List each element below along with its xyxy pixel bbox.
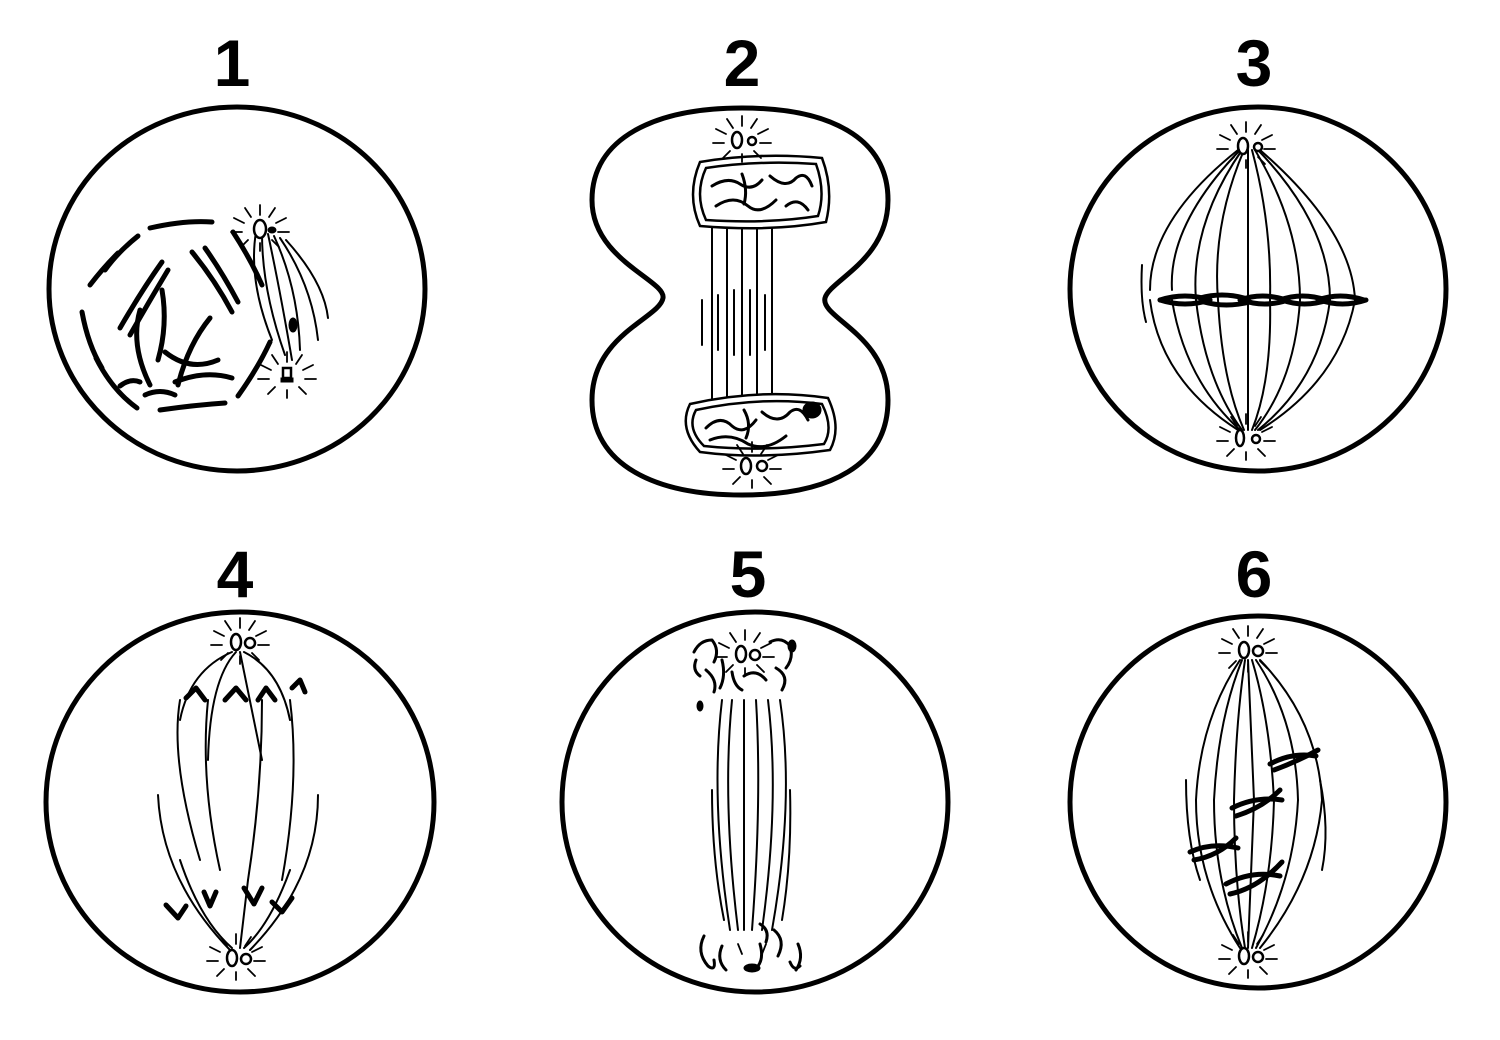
cell-membrane [559, 609, 951, 995]
stage-4-number: 4 [217, 537, 254, 611]
centrosome-upper [210, 617, 270, 665]
chromosomes-lower [163, 885, 295, 921]
chromosomes [79, 219, 273, 413]
centrosome-upper [1218, 625, 1278, 673]
centrosome-lower [257, 351, 317, 399]
stage-1-number: 1 [214, 26, 251, 100]
spindle [701, 221, 773, 401]
centrosome-upper [230, 204, 290, 252]
chromosome-cluster-upper [692, 638, 797, 712]
stage-6-number: 6 [1236, 537, 1273, 611]
centrosome-lower [722, 441, 782, 489]
metaphase-plate-chromosomes [1157, 292, 1369, 308]
stage-5-cell [559, 609, 951, 995]
daughter-nucleus-lower [684, 392, 837, 457]
chromosome-cluster-lower [699, 922, 803, 972]
stage-4-cell [43, 609, 437, 995]
chromosomes-upper [183, 677, 308, 703]
centrosome-upper [1216, 121, 1276, 169]
cell-membrane [1067, 104, 1449, 474]
centrosome-lower [1218, 931, 1278, 979]
cell-membrane [46, 104, 428, 474]
stage-6-cell [1067, 613, 1449, 991]
centrosome-upper [712, 115, 772, 163]
cell-membrane [43, 609, 437, 995]
centrosome-lower [206, 933, 266, 981]
stage-1-cell [46, 104, 428, 474]
spindle [711, 699, 792, 931]
stage-3-cell [1067, 104, 1449, 474]
daughter-nucleus-upper [691, 154, 831, 230]
chromosomes [1187, 747, 1321, 897]
spindle [1185, 659, 1327, 949]
stage-2-cell [589, 105, 891, 498]
stage-5-number: 5 [730, 537, 767, 611]
stage-3-number: 3 [1236, 26, 1273, 100]
centrosome-lower [737, 943, 767, 973]
spindle [253, 231, 329, 361]
spindle [1140, 149, 1356, 431]
centrosome-upper [715, 629, 775, 677]
centrosome-lower [1216, 413, 1276, 461]
stage-2-number: 2 [724, 26, 761, 100]
chromosome-blob [288, 317, 298, 333]
